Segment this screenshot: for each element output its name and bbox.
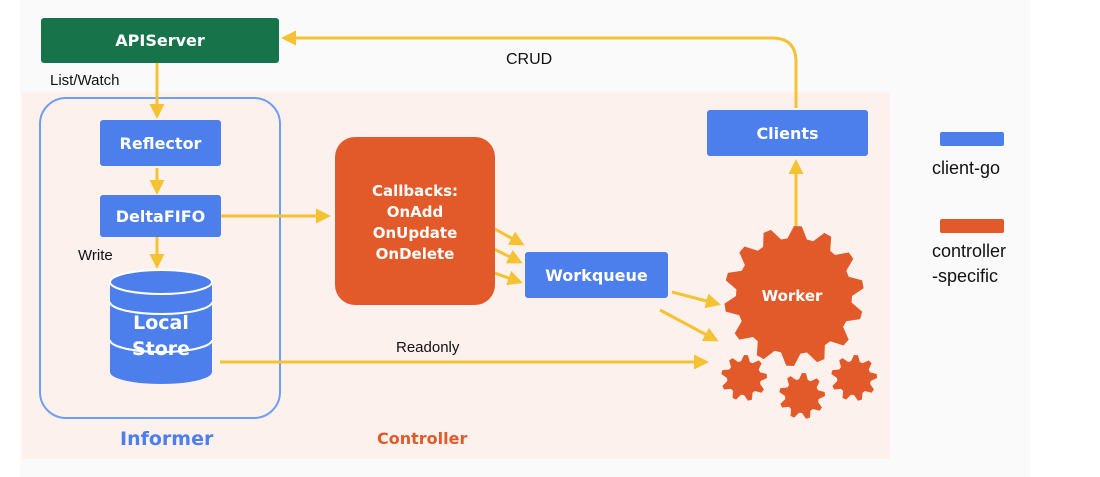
controller-group-label: Controller — [377, 429, 468, 448]
deltafifo-label: DeltaFIFO — [115, 206, 206, 226]
callbacks-label: Callbacks: OnAdd OnUpdate OnDelete — [335, 178, 495, 268]
legend-client-go-label: client-go — [932, 158, 1001, 178]
worker-gear-icon — [724, 226, 864, 366]
clients-label: Clients — [756, 123, 819, 143]
local-store-line-2: Store — [131, 338, 191, 360]
write-label: Write — [78, 247, 113, 264]
small-gear-icon — [721, 355, 767, 401]
readonly-label: Readonly — [396, 339, 460, 356]
workqueue-label: Workqueue — [545, 265, 648, 285]
callback-ondelete: OnDelete — [375, 245, 455, 263]
local-store-label: Local Store — [110, 308, 212, 364]
worker-label: Worker — [761, 287, 823, 305]
apiserver-label: APIServer — [115, 31, 205, 50]
callbacks-title: Callbacks: — [371, 182, 459, 200]
workqueue-node: Workqueue — [525, 252, 668, 298]
clients-node: Clients — [707, 110, 868, 156]
local-store-cylinder — [109, 269, 213, 384]
reflector-label: Reflector — [119, 133, 202, 153]
local-store-line-1: Local — [133, 312, 189, 334]
legend-client-go-swatch — [940, 132, 1004, 146]
informer-border — [39, 97, 281, 419]
arrow-workqueue-to-worker-2 — [659, 308, 719, 342]
legend-controller-specific-label-2: -specific — [932, 266, 999, 286]
legend-controller-specific-swatch — [940, 219, 1004, 233]
apiserver-node: APIServer — [41, 18, 279, 63]
reflector-node: Reflector — [100, 120, 221, 166]
deltafifo-node: DeltaFIFO — [100, 195, 221, 237]
arrow-clients-to-apiserver — [281, 30, 798, 108]
informer-group-label: Informer — [120, 428, 214, 450]
small-gear-icon — [831, 355, 877, 401]
callback-onupdate: OnUpdate — [372, 224, 458, 242]
callbacks-box — [335, 137, 495, 305]
callback-onadd: OnAdd — [386, 203, 444, 221]
arrow-workqueue-to-worker-1 — [671, 290, 721, 309]
small-gear-icon — [779, 373, 825, 419]
legend-controller-specific-label-1: controller — [932, 241, 1007, 261]
crud-label: CRUD — [506, 51, 553, 68]
list-watch-label: List/Watch — [50, 72, 120, 89]
